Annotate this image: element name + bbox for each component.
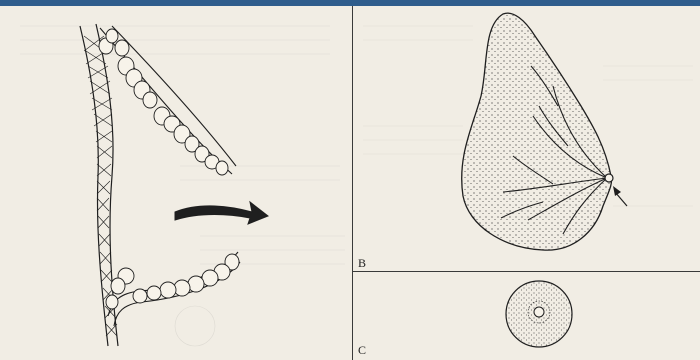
nipple-point (605, 174, 613, 182)
upper-duct-lobules (99, 26, 236, 175)
central-lumen (534, 307, 544, 317)
circular-cross-section-illustration (353, 272, 700, 360)
panel-label-b: B (358, 256, 366, 271)
panel-label-c: C (358, 343, 366, 358)
lobe-with-ducts-illustration (353, 6, 700, 272)
breast-cross-section-illustration (0, 6, 352, 360)
pointer-arrow (613, 186, 627, 206)
panel-b: B (352, 6, 700, 272)
direction-arrow (175, 202, 268, 224)
lower-duct-lobules (106, 252, 240, 326)
panel-a (0, 6, 352, 360)
panel-c: C (352, 272, 700, 360)
